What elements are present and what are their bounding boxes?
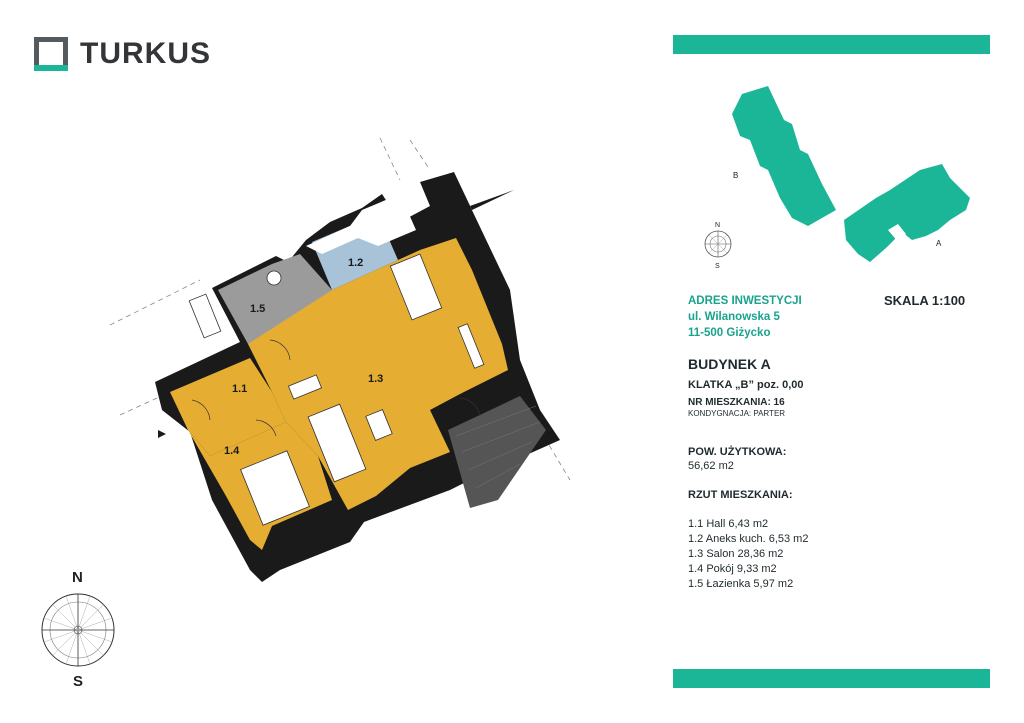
washbasin	[266, 270, 282, 286]
room-list-item: 1.3 Salon 28,36 m2	[688, 548, 784, 560]
layout-heading: RZUT MIESZKANIA:	[688, 489, 793, 501]
usable-area-value: 56,62 m2	[688, 460, 734, 472]
address-block: ADRES INWESTYCJI ul. Wilanowska 5 11-500…	[688, 293, 802, 341]
balcony	[448, 396, 546, 508]
tv-unit	[457, 323, 485, 369]
usable-area-label: POW. UŻYTKOWA:	[688, 446, 787, 458]
bottom-accent-bar	[673, 669, 990, 688]
armchair	[365, 409, 393, 441]
compass-north-label: N	[72, 569, 83, 586]
bed	[240, 450, 310, 526]
north-arrow-icon: N S	[41, 569, 115, 690]
room-list-item: 1.1 Hall 6,43 m2	[688, 518, 769, 530]
site-label-a: A	[936, 239, 942, 248]
top-accent-bar	[673, 35, 990, 54]
site-building-a: A	[844, 164, 970, 262]
scale: SKALA 1:100	[884, 293, 966, 308]
floor-living	[248, 238, 508, 510]
compass-icon: N S	[704, 222, 732, 270]
room-list-item: 1.2 Aneks kuch. 6,53 m2	[688, 533, 809, 545]
site-map: B A N S	[704, 86, 970, 270]
svg-text:S: S	[715, 263, 720, 270]
logo-square-icon	[34, 37, 68, 71]
address-street: ul. Wilanowska 5	[688, 311, 780, 323]
site-label-b: B	[733, 171, 738, 180]
compass-south-label: S	[73, 673, 83, 690]
storey: KONDYGNACJA: PARTER	[688, 409, 786, 418]
staircase: KLATKA „B” poz. 0,00	[688, 379, 804, 391]
brand-logo: TURKUS	[34, 34, 211, 74]
room-list-item: 1.5 Łazienka 5,97 m2	[688, 578, 794, 590]
plan-label-1-2: 1.2	[348, 257, 363, 269]
floor-bath	[218, 254, 332, 344]
plan-label-1-4: 1.4	[224, 445, 240, 457]
room-list: 1.1 Hall 6,43 m2 1.2 Aneks kuch. 6,53 m2…	[688, 517, 808, 592]
floor-kitchen-counter	[306, 194, 416, 254]
dining-table	[389, 253, 443, 321]
site-building-b: B	[732, 86, 836, 226]
apartment-number: NR MIESZKANIA: 16	[688, 397, 785, 408]
brand-name: TURKUS	[80, 37, 211, 70]
entrance-marker-icon	[158, 430, 166, 438]
wardrobe	[287, 374, 323, 400]
plan-label-1-5: 1.5	[250, 303, 265, 315]
floor-hall	[170, 358, 286, 456]
svg-text:N: N	[715, 222, 720, 229]
bathtub	[188, 293, 222, 339]
address-heading: ADRES INWESTYCJI	[688, 295, 802, 307]
floor-plan: 1.2 1.5 1.1 1.3 1.4	[109, 137, 571, 582]
room-list-item: 1.4 Pokój 9,33 m2	[688, 563, 777, 575]
plan-label-1-3: 1.3	[368, 373, 383, 385]
sofa	[307, 403, 367, 483]
address-city: 11-500 Giżycko	[688, 327, 771, 339]
plan-label-1-1: 1.1	[232, 383, 247, 395]
building-title: BUDYNEK A	[688, 356, 771, 372]
